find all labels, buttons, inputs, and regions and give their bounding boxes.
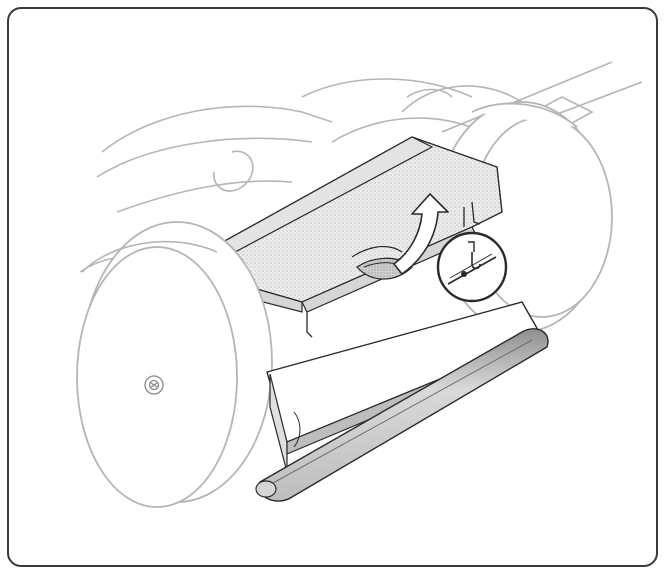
left-wheel: [76, 221, 273, 508]
magnifier-detail-circle-icon: [436, 231, 508, 303]
wheel-hub-icon: [144, 375, 164, 395]
illustration-frame: [7, 7, 658, 567]
mower-illustration: [76, 61, 643, 508]
curved-lift-arrow-icon: [393, 193, 449, 275]
flap-hook-brackets: [306, 201, 481, 338]
rear-roller: [255, 301, 549, 502]
